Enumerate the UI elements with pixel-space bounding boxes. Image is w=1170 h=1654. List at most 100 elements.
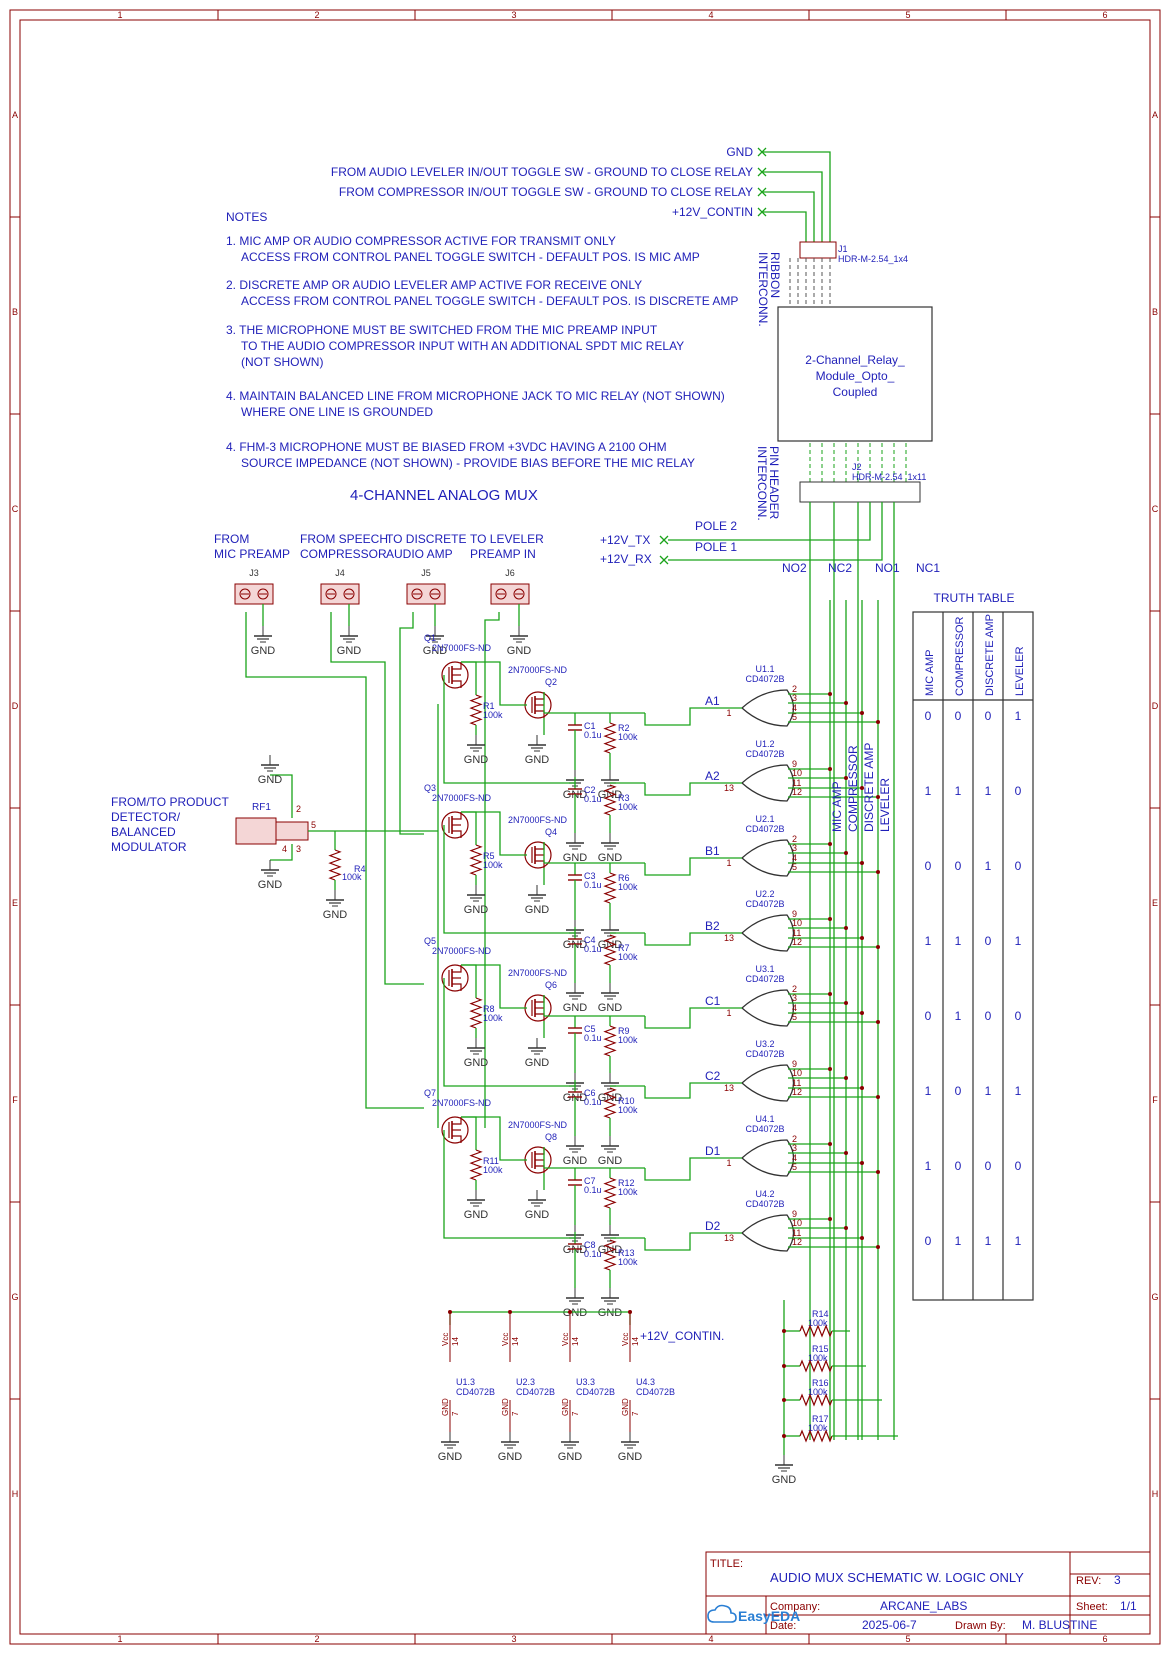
- ground-icon: GND: [563, 1136, 588, 1167]
- ground-label: GND: [507, 645, 532, 657]
- mosfet-ref: Q6: [545, 980, 557, 990]
- ground-label: GND: [563, 1155, 588, 1167]
- truth-table-cell: 1: [955, 784, 962, 798]
- resistor-ref: R11: [483, 1156, 499, 1166]
- mosfet-part: 2N7000FS-ND: [432, 643, 492, 653]
- frame-row-label: F: [12, 1095, 18, 1105]
- gate-pin: 13: [724, 783, 734, 793]
- ground-label: GND: [525, 904, 550, 916]
- gate-pin: 5: [792, 862, 797, 872]
- frame-col-label: 3: [511, 1634, 516, 1644]
- resistor-icon: [603, 1177, 617, 1209]
- frame-row-label: E: [1152, 898, 1158, 908]
- gate-pin: 1: [726, 1158, 731, 1168]
- gate-net-label: C1: [705, 994, 721, 1008]
- capacitor-ref: C8: [584, 1240, 596, 1250]
- gnd-pin-name: GND: [621, 1398, 630, 1416]
- ground-icon: GND: [598, 1136, 623, 1167]
- truth-table-cell: 0: [955, 1159, 962, 1173]
- truth-table-cell: 1: [1015, 934, 1022, 948]
- resistor-icon: [603, 784, 617, 816]
- resistor-icon: [469, 694, 483, 726]
- vcc-pin-name: Vcc: [441, 1333, 450, 1346]
- ground-icon: GND: [507, 626, 532, 657]
- gate-pin: 10: [792, 1068, 802, 1078]
- ground-icon: GND: [558, 1432, 582, 1463]
- ground-label: GND: [598, 1155, 623, 1167]
- gate-pin: 9: [792, 759, 797, 769]
- resistor-icon: [799, 1393, 833, 1407]
- svg-text:2: 2: [296, 804, 301, 814]
- mosfet-icon: [441, 661, 469, 689]
- resistor-icon: [469, 844, 483, 876]
- resistor-icon: [328, 849, 342, 881]
- gate-net-label: B1: [705, 844, 720, 858]
- bus-label: DISCRETE AMP: [862, 743, 876, 832]
- frame-col-label: 4: [708, 1634, 713, 1644]
- ground-icon: GND: [563, 983, 587, 1014]
- gate-part: CD4072B: [745, 899, 784, 909]
- mosfet-ref: Q3: [424, 783, 436, 793]
- ground-icon: GND: [498, 1432, 522, 1463]
- gate-pin: 10: [792, 768, 802, 778]
- truth-table-cell: 0: [925, 1009, 932, 1023]
- capacitor-value: 0.1u: [584, 1097, 602, 1107]
- resistor-ref: R5: [483, 851, 495, 861]
- gate-ref: U4.1: [755, 1114, 774, 1124]
- input-label-line1: TO DISCRETE: [386, 532, 466, 546]
- drawn-value: M. BLUSTINE: [1022, 1618, 1097, 1632]
- truth-table-title: TRUTH TABLE: [934, 591, 1015, 605]
- bus-label: COMPRESSOR: [846, 745, 860, 832]
- frame-row-label: C: [1152, 504, 1159, 514]
- frame-row-label: F: [1152, 1095, 1158, 1105]
- rf1-ref: RF1: [252, 802, 271, 813]
- ground-label: GND: [464, 904, 489, 916]
- mosfet-icon: [441, 964, 469, 992]
- gate-part: CD4072B: [745, 1199, 784, 1209]
- gate-pin: 10: [792, 1218, 802, 1228]
- resistor-ref: R10: [618, 1096, 635, 1106]
- input-jack-ref: J3: [249, 568, 259, 578]
- truth-table-cell: 0: [985, 709, 992, 723]
- gate-pin: 11: [792, 778, 801, 788]
- gate-pin: 2: [792, 834, 797, 844]
- note-line: ACCESS FROM CONTROL PANEL TOGGLE SWITCH …: [241, 294, 738, 308]
- pin-header-label: PIN HEADER: [767, 446, 781, 520]
- ribbon-label: RIBBON: [768, 252, 782, 298]
- notes-title: NOTES: [226, 210, 267, 224]
- label-no2: NO2: [782, 561, 807, 575]
- power-unit-part: CD4072B: [576, 1387, 615, 1397]
- ground-label: GND: [598, 1002, 623, 1014]
- note-line: 4. FHM-3 MICROPHONE MUST BE BIASED FROM …: [226, 440, 667, 454]
- gate-net-label: D1: [705, 1144, 721, 1158]
- gate-pin: 13: [724, 1233, 734, 1243]
- pulldown-value: 100k: [808, 1387, 828, 1397]
- gate-net-label: A2: [705, 769, 720, 783]
- j1-ref: J1: [838, 244, 848, 254]
- gate-ref: U1.2: [755, 739, 774, 749]
- ground-icon: GND: [525, 735, 549, 766]
- frame-row-label: E: [12, 898, 18, 908]
- mosfet-icon: [441, 811, 469, 839]
- resistor-icon: [603, 1087, 617, 1119]
- frame-row-label: B: [1152, 307, 1158, 317]
- truth-table-header: LEVELER: [1014, 646, 1026, 696]
- drawn-label: Drawn By:: [955, 1620, 1006, 1632]
- gate-pin: 3: [792, 693, 797, 703]
- ground-icon: GND: [464, 1190, 488, 1221]
- gate-ref: U3.2: [755, 1039, 774, 1049]
- truth-table-cell: 0: [985, 1159, 992, 1173]
- truth-table-cell: 1: [925, 784, 932, 798]
- bus-label: LEVELER: [878, 778, 892, 832]
- ground-label: GND: [337, 645, 362, 657]
- note-line: WHERE ONE LINE IS GROUNDED: [241, 405, 433, 419]
- wire-layer: [245, 600, 895, 1440]
- resistor-ref: R13: [618, 1248, 635, 1258]
- truth-table-cell: 0: [1015, 1159, 1022, 1173]
- power-unit-part: CD4072B: [636, 1387, 675, 1397]
- frame-col-label: 1: [117, 10, 122, 20]
